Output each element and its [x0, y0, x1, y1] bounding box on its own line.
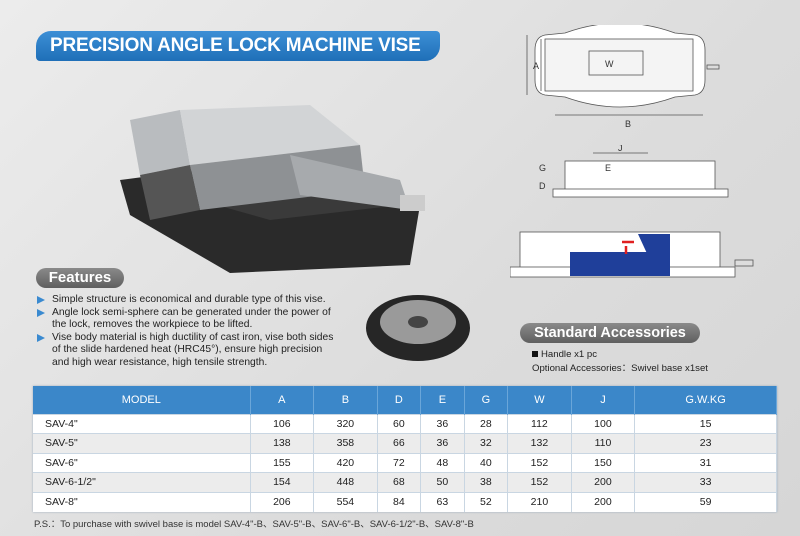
table-cell: 33 — [634, 472, 777, 492]
bullet-square-icon — [532, 351, 538, 357]
accessories-heading: Standard Accessories — [520, 323, 700, 343]
table-cell: 66 — [377, 433, 422, 453]
column-header: G.W.KG — [634, 386, 777, 414]
angle-lock-section-diagram — [510, 231, 754, 278]
table-cell: 63 — [420, 491, 465, 512]
table-cell: 448 — [313, 472, 378, 492]
table-cell: 100 — [571, 413, 636, 434]
side-view-diagram: J G E D — [539, 145, 729, 198]
table-cell: 155 — [250, 452, 315, 473]
column-header: A — [250, 386, 315, 414]
table-cell: 206 — [250, 491, 315, 512]
optional-accessory: Optional Accessories：Swivel base x1set — [532, 363, 708, 374]
table-cell: 420 — [313, 452, 378, 473]
dim-label-g: G — [539, 163, 546, 173]
dim-label-d: D — [539, 181, 546, 191]
table-cell: 200 — [571, 491, 636, 512]
column-header: J — [571, 386, 636, 414]
top-view-diagram: C A W B — [526, 25, 720, 129]
accessories-list: Handle x1 pc Optional Accessories：Swivel… — [532, 348, 708, 376]
vise-product-image — [120, 105, 425, 273]
table-cell: 150 — [571, 452, 636, 473]
feature-item: Angle lock semi-sphere can be generated … — [37, 307, 337, 332]
table-cell: 132 — [507, 433, 572, 453]
table-cell: 200 — [571, 472, 636, 492]
table-cell: 154 — [250, 472, 315, 492]
features-list: Simple structure is economical and durab… — [37, 294, 337, 370]
table-cell: 152 — [507, 452, 572, 473]
table-cell: SAV-6" — [33, 452, 251, 473]
table-cell: SAV-4" — [33, 413, 251, 434]
page-title: PRECISION ANGLE LOCK MACHINE VISE — [36, 31, 440, 61]
table-cell: 72 — [377, 452, 422, 473]
table-cell: 320 — [313, 413, 378, 434]
table-cell: 138 — [250, 433, 315, 453]
dim-label-e: E — [605, 163, 611, 173]
table-cell: 59 — [634, 491, 777, 512]
footnote: P.S.：To purchase with swivel base is mod… — [34, 519, 474, 530]
table-cell: 84 — [377, 491, 422, 512]
table-cell: 38 — [464, 472, 509, 492]
table-cell: 68 — [377, 472, 422, 492]
table-cell: 28 — [464, 413, 509, 434]
table-cell: 52 — [464, 491, 509, 512]
table-cell: SAV-8" — [33, 491, 251, 512]
dim-label-b: B — [625, 119, 631, 129]
table-cell: 210 — [507, 491, 572, 512]
table-cell: 32 — [464, 433, 509, 453]
table-cell: 50 — [420, 472, 465, 492]
table-cell: 152 — [507, 472, 572, 492]
column-header: G — [464, 386, 509, 414]
feature-item: Vise body material is high ductility of … — [37, 332, 337, 370]
dim-label-j: J — [618, 145, 623, 153]
table-cell: 36 — [420, 433, 465, 453]
dim-label-w: W — [605, 59, 614, 69]
table-cell: 15 — [634, 413, 777, 434]
table-cell: SAV-5" — [33, 433, 251, 453]
dim-label-a: A — [533, 61, 539, 71]
table-cell: 40 — [464, 452, 509, 473]
table-cell: 48 — [420, 452, 465, 473]
table-cell: 358 — [313, 433, 378, 453]
standard-accessory: Handle x1 pc — [541, 349, 597, 360]
column-header: E — [420, 386, 465, 414]
table-cell: 110 — [571, 433, 636, 453]
column-header: B — [313, 386, 378, 414]
feature-item: Simple structure is economical and durab… — [37, 294, 337, 307]
table-cell: 554 — [313, 491, 378, 512]
swivel-base-image — [366, 295, 470, 361]
table-cell: SAV-6-1/2" — [33, 472, 251, 492]
table-cell: 106 — [250, 413, 315, 434]
table-cell: 31 — [634, 452, 777, 473]
column-header: MODEL — [33, 386, 251, 414]
column-header: D — [377, 386, 422, 414]
column-header: W — [507, 386, 572, 414]
features-heading: Features — [36, 268, 124, 288]
table-cell: 36 — [420, 413, 465, 434]
table-cell: 60 — [377, 413, 422, 434]
table-cell: 23 — [634, 433, 777, 453]
table-cell: 112 — [507, 413, 572, 434]
